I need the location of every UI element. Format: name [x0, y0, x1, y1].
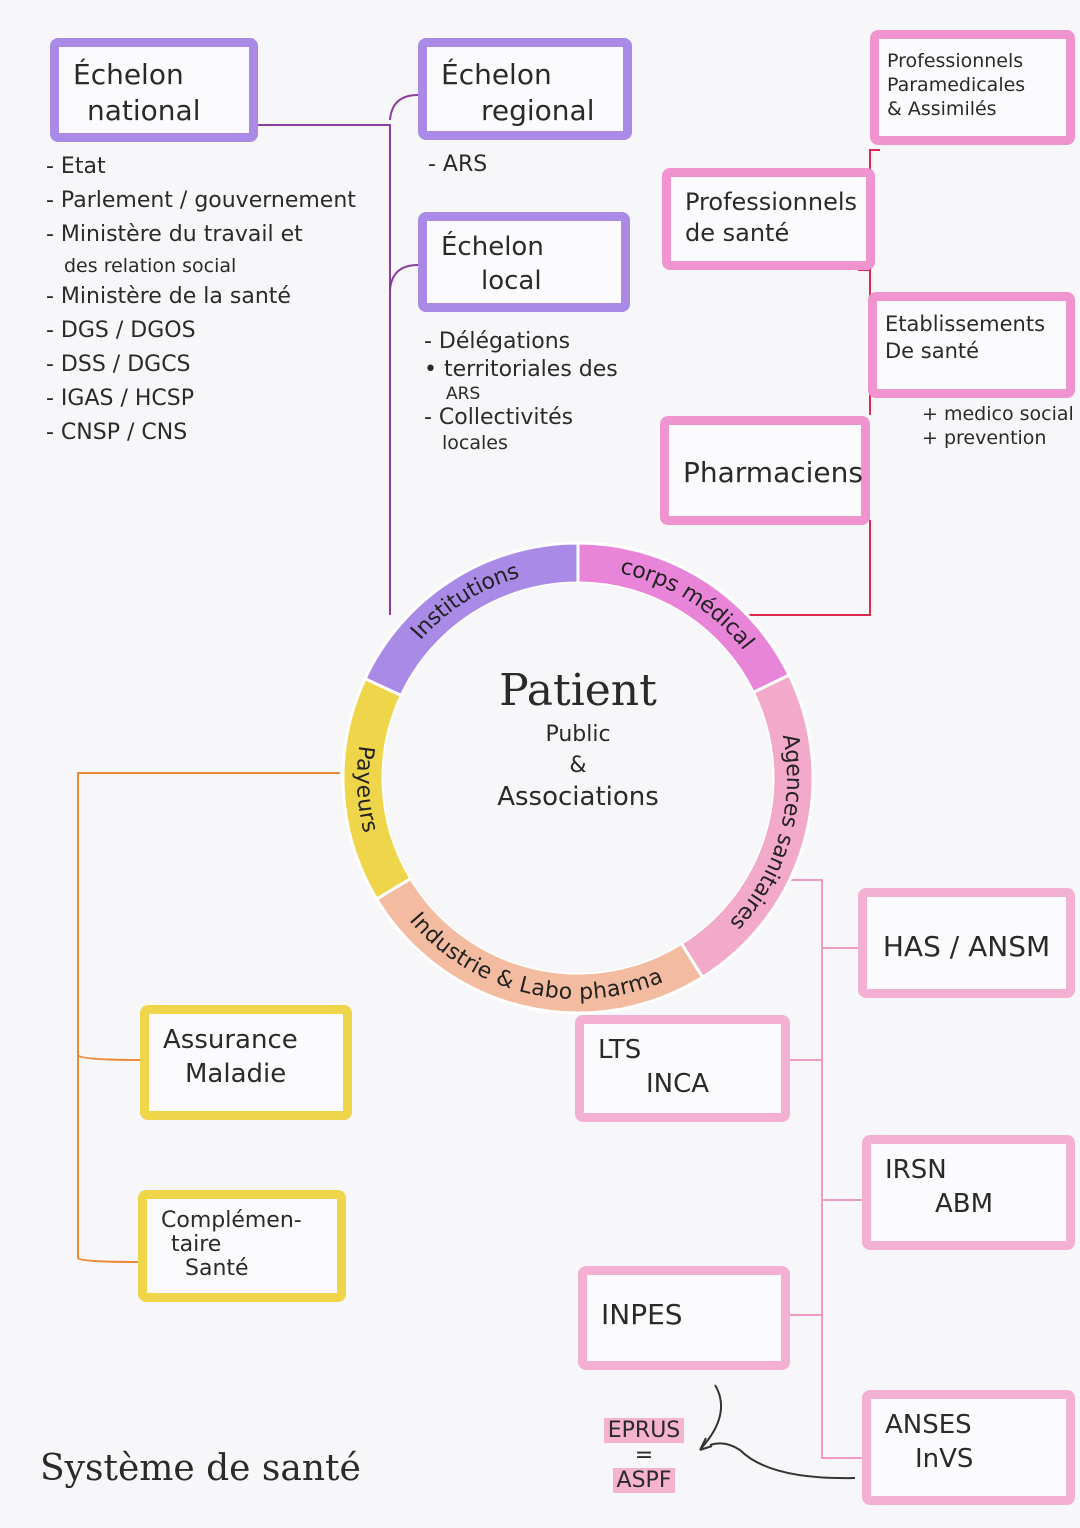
- etablissements-note: + medico social + prevention: [922, 402, 1074, 450]
- label: regional: [481, 94, 595, 128]
- assurance-maladie-box: Assurance Maladie: [140, 1005, 352, 1120]
- label: de santé: [685, 219, 790, 248]
- list-item: - Ministère du travail et: [46, 222, 303, 247]
- label: De santé: [885, 339, 980, 364]
- regional-connector: [389, 94, 419, 121]
- ring-center: [383, 583, 773, 973]
- label: INPES: [601, 1298, 683, 1331]
- list-item: - Ministère de la santé: [46, 284, 291, 309]
- list-item: - CNSP / CNS: [46, 420, 188, 445]
- aspf-label: ASPF: [612, 1468, 676, 1493]
- list-item: - DSS / DGCS: [46, 352, 191, 377]
- eprus-arrow: [699, 1384, 856, 1480]
- inpes-box: INPES: [578, 1266, 790, 1370]
- label: Etablissements: [885, 312, 1046, 336]
- label: Échelon: [441, 232, 544, 262]
- center-line: &: [569, 753, 587, 778]
- irsn-abm-box: IRSN ABM: [862, 1135, 1075, 1250]
- label: Professionnels: [887, 50, 1024, 72]
- label: & Assimilés: [887, 98, 997, 120]
- label: taire: [171, 1232, 222, 1257]
- center-line: Associations: [497, 782, 659, 812]
- complementaire-sante-box: Complémen- taire Santé: [138, 1190, 346, 1302]
- eprus-aspf: EPRUS = ASPF: [594, 1418, 694, 1493]
- list-item: des relation social: [64, 255, 237, 277]
- list-item: - DGS / DGOS: [46, 318, 196, 343]
- label: Paramedicales: [887, 74, 1026, 96]
- list-item: - Délégations: [424, 329, 571, 354]
- echelon-national-box: Échelon national: [50, 38, 258, 142]
- national-list: - Etat - Parlement / gouvernement - Mini…: [46, 150, 356, 450]
- pharmaciens-box: Pharmaciens: [660, 416, 870, 525]
- eprus-label: EPRUS: [603, 1418, 685, 1443]
- anses-invs-box: ANSES InVS: [862, 1390, 1075, 1505]
- label: + medico social: [922, 403, 1074, 425]
- label: INCA: [646, 1068, 710, 1099]
- local-list: - Délégations • territoriales des ARS - …: [424, 328, 618, 454]
- label: Pharmaciens: [683, 456, 863, 489]
- label: HAS / ANSM: [882, 930, 1051, 963]
- center-title: Patient: [499, 665, 657, 716]
- etablissements-box: Etablissements De santé: [868, 292, 1075, 398]
- local-connector: [389, 264, 419, 291]
- label: Professionnels: [685, 188, 858, 216]
- echelon-regional-box: Échelon regional: [418, 38, 632, 140]
- label: + prevention: [922, 427, 1047, 449]
- center-line: Public: [545, 722, 611, 747]
- national-connector: [258, 124, 391, 615]
- list-item: - IGAS / HCSP: [46, 386, 195, 411]
- has-ansm-box: HAS / ANSM: [858, 888, 1075, 998]
- regional-list: - ARS: [428, 148, 487, 182]
- label: ANSES: [885, 1410, 972, 1440]
- payeurs-connector: [77, 772, 340, 1263]
- label: InVS: [915, 1443, 974, 1474]
- label: local: [481, 265, 542, 296]
- label: Échelon: [441, 58, 552, 91]
- label: Assurance: [163, 1025, 298, 1055]
- list-item: - Collectivités: [424, 405, 574, 430]
- label: Complémen-: [161, 1208, 302, 1233]
- page-title: Système de santé: [40, 1448, 361, 1489]
- list-item: - Etat: [46, 154, 106, 179]
- lts-inca-box: LTS INCA: [575, 1015, 790, 1122]
- pro-sante-box: Professionnels de santé: [662, 168, 875, 270]
- label: LTS: [598, 1035, 642, 1065]
- label: Maladie: [185, 1058, 287, 1089]
- label: Santé: [185, 1256, 249, 1281]
- center-patient: Patient Public & Associations: [438, 665, 718, 812]
- list-item: • territoriales des: [424, 357, 618, 382]
- label: Échelon: [73, 58, 184, 91]
- list-item: ARS: [446, 384, 481, 404]
- paramedical-box: Professionnels Paramedicales & Assimilés: [870, 30, 1075, 145]
- list-item: - ARS: [428, 152, 488, 177]
- agences-connector: [785, 879, 862, 1459]
- list-item: - Parlement / gouvernement: [46, 188, 356, 213]
- equals-sign: =: [634, 1443, 654, 1468]
- label: IRSN: [885, 1155, 947, 1185]
- label: ABM: [935, 1188, 994, 1219]
- echelon-local-box: Échelon local: [418, 212, 630, 312]
- list-item: locales: [442, 432, 508, 454]
- label: national: [87, 94, 201, 128]
